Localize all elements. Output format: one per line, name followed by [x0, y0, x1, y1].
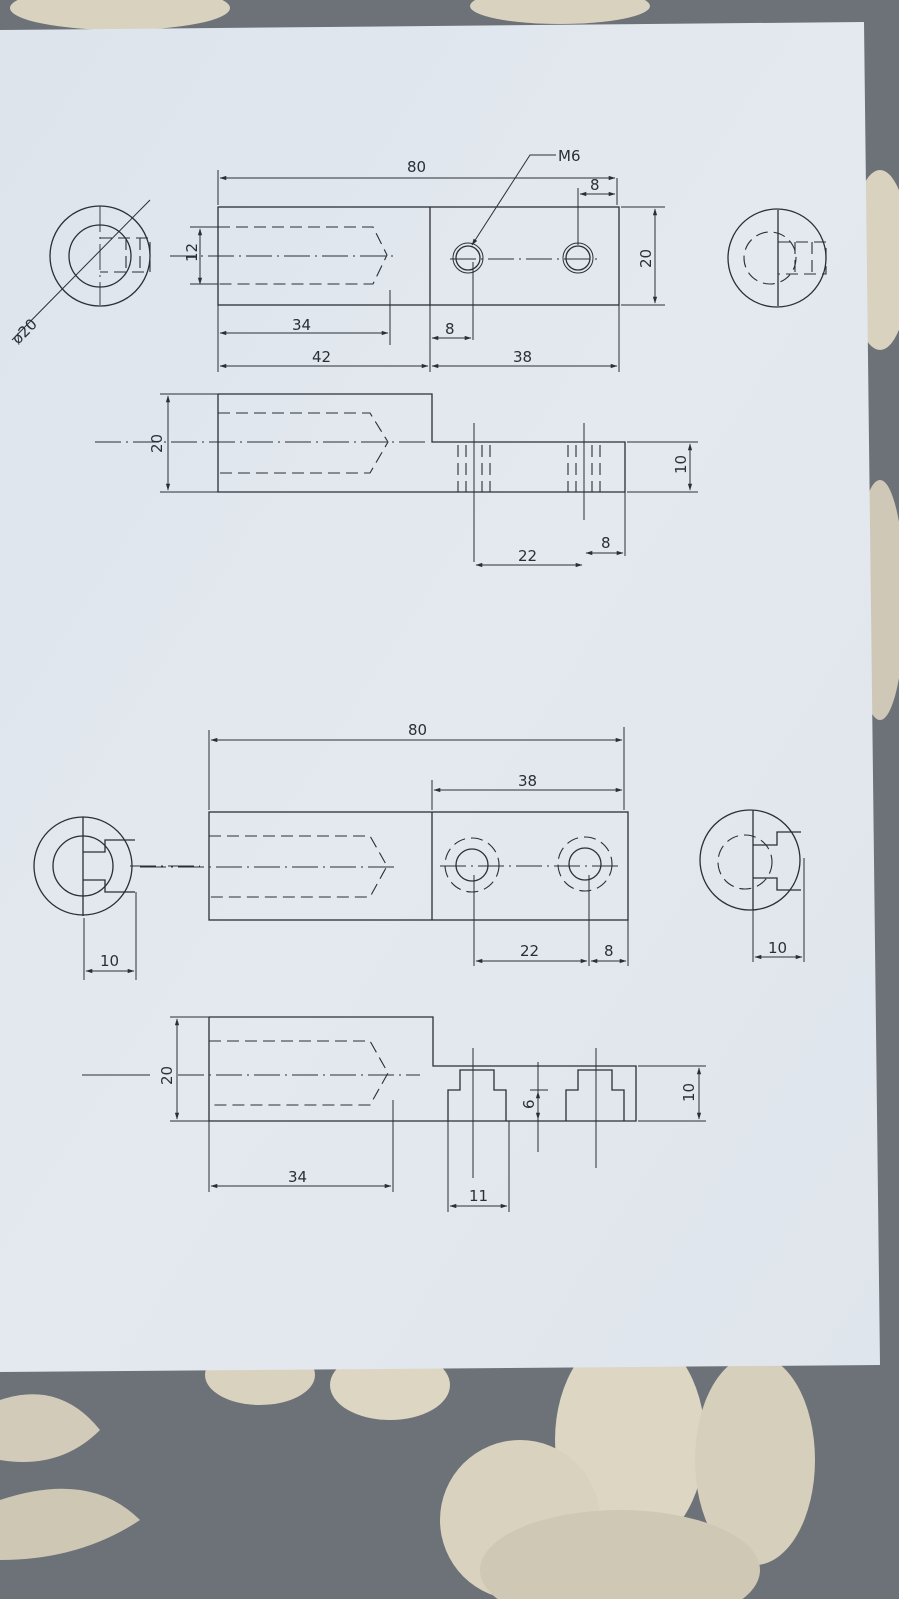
- dim-v3-right-end: 10: [768, 939, 787, 957]
- callout-m6: M6: [558, 147, 581, 165]
- dim-v4-step-height: 10: [680, 1083, 698, 1102]
- view2-dimensions: [160, 393, 698, 568]
- view4-dimensions: [170, 1016, 706, 1209]
- view3-dimensions: [85, 727, 803, 974]
- dim-v3-right-length: 38: [518, 772, 537, 790]
- dim-left-length: 42: [312, 348, 331, 366]
- dim-slot-width: 12: [183, 243, 201, 262]
- front-view-1: [170, 154, 620, 340]
- paper-sheet: [0, 22, 880, 1372]
- end-view-right-3: [699, 809, 805, 962]
- dim-v3-hole-spacing: 22: [520, 942, 539, 960]
- dim-v2-height: 20: [148, 434, 166, 453]
- dim-overall-length: 80: [407, 158, 426, 176]
- dim-slot-depth: 34: [292, 316, 311, 334]
- dim-v2-step-height: 10: [672, 455, 690, 474]
- end-view-left-3: [33, 816, 200, 980]
- dim-v2-hole-spacing: 22: [518, 547, 537, 565]
- dim-height: 20: [637, 249, 655, 268]
- dim-v4-height: 20: [158, 1066, 176, 1085]
- dim-v4-slot-depth: 34: [288, 1168, 307, 1186]
- front-view-3: [140, 811, 629, 966]
- dim-v2-hole-end-offset: 8: [601, 534, 611, 552]
- dim-v3-left-end: 10: [100, 952, 119, 970]
- dim-v3-hole-end-offset: 8: [604, 942, 614, 960]
- dim-v3-overall-length: 80: [408, 721, 427, 739]
- end-view-left-1: [11, 199, 151, 341]
- dim-v4-counterbore-width: 11: [469, 1187, 488, 1205]
- view1-dimensions: [190, 175, 665, 372]
- end-view-right-1: [727, 208, 827, 308]
- dim-v4-counterbore-depth: 6: [520, 1099, 538, 1109]
- dim-hole-offset: 8: [445, 320, 455, 338]
- dim-hole-offset-top: 8: [590, 176, 600, 194]
- dim-right-length: 38: [513, 348, 532, 366]
